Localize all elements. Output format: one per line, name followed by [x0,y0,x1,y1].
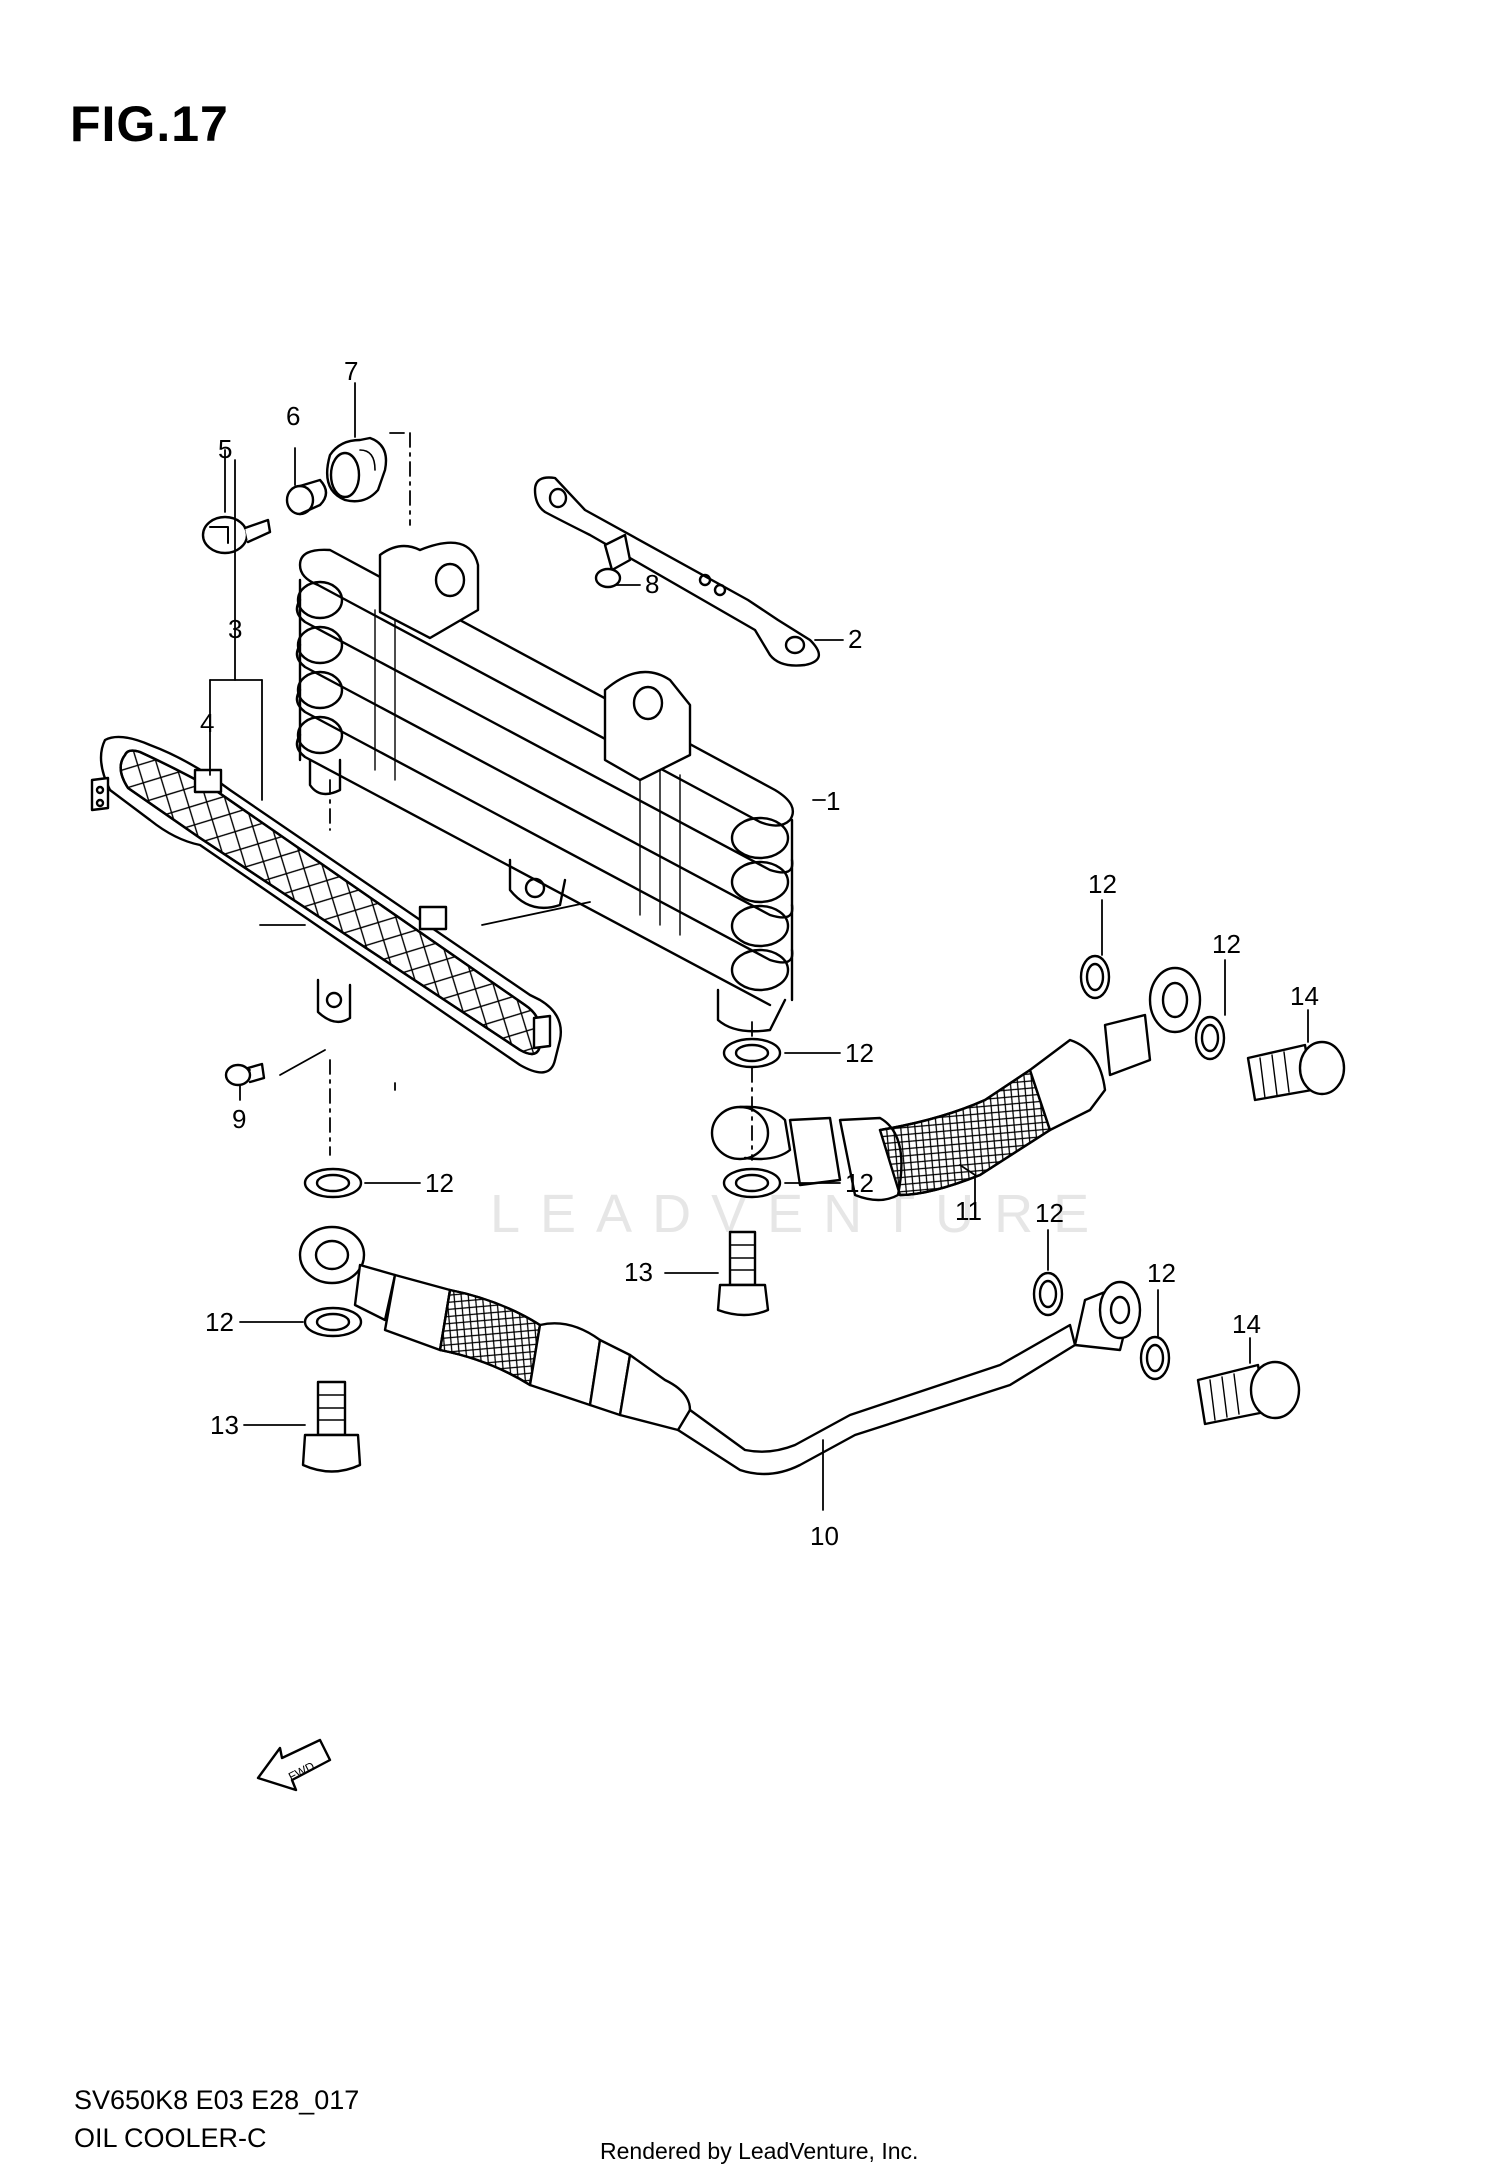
collar-6 [285,478,328,516]
oil-cooler-core [295,541,795,1033]
union-bolt-13-b [301,1380,362,1473]
callout-12-a: 12 [1088,869,1117,899]
callout-12-h: 12 [1147,1258,1176,1288]
washer-12-d [722,1167,782,1199]
callout-13-a: 13 [624,1257,653,1287]
bolt-8 [594,533,632,589]
washer-12-f [1032,1271,1064,1317]
callout-2: 2 [848,624,862,654]
cooler-screen-guard [90,735,562,1074]
washer-12-b [1194,1015,1226,1061]
callout-8: 8 [645,569,659,599]
washer-12-a [1079,954,1111,1000]
callout-10: 10 [810,1521,839,1551]
callout-12-e: 12 [425,1168,454,1198]
oil-hose-lower [298,1225,1142,1476]
rendered-by-credit: Rendered by LeadVenture, Inc. [600,2138,919,2164]
callout-14-b: 14 [1232,1309,1261,1339]
alignment-lines [329,432,753,1161]
callout-1: 1 [826,786,840,816]
callout-9: 9 [232,1104,246,1134]
section-name: OIL COOLER-C [74,2123,267,2153]
callout-4: 4 [200,708,214,738]
callout-6: 6 [286,401,300,431]
watermark-text: LEADVENTURE [490,1184,1109,1244]
callout-13-b: 13 [210,1410,239,1440]
bolt-5 [201,515,272,555]
callout-14-a: 14 [1290,981,1319,1011]
washer-12-c [722,1037,782,1069]
mounting-bracket [533,476,820,667]
union-bolt-13-a [716,1230,770,1317]
leader-lines [209,382,1309,1511]
callout-3: 3 [228,614,242,644]
callout-7: 7 [344,356,358,386]
model-code: SV650K8 E03 E28_017 [74,2085,360,2115]
grommet-7 [325,436,388,503]
callout-12-c: 12 [845,1038,874,1068]
callout-12-d: 12 [845,1168,874,1198]
fwd-arrow-icon [256,1738,332,1792]
washer-12-e [303,1167,363,1199]
oil-hose-upper [710,966,1202,1202]
callout-12-f: 12 [1035,1198,1064,1228]
callout-5: 5 [218,434,232,464]
callout-12-b: 12 [1212,929,1241,959]
banjo-bolt-14-b [1196,1360,1301,1426]
screw-9 [224,1062,266,1087]
callout-12-g: 12 [205,1307,234,1337]
washer-12-h [1139,1335,1171,1381]
washer-12-g [303,1306,363,1338]
figure-title: FIG.17 [70,96,229,152]
callout-11: 11 [955,1196,982,1226]
banjo-bolt-14-a [1246,1040,1346,1102]
